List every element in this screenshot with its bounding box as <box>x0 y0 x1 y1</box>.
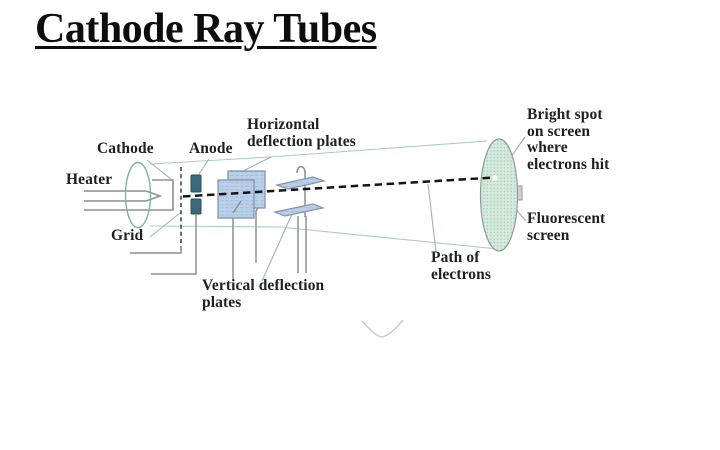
cathode-pointer-line <box>146 159 172 180</box>
bright-spot-dot <box>492 175 498 181</box>
horizontal-plate-near-hook <box>232 200 242 214</box>
anode-bar-bottom <box>190 198 202 215</box>
path-of-electrons-pointer-line <box>427 183 437 253</box>
vertical-plates-pointer-line <box>261 213 293 282</box>
vertical-plate-top-lead <box>296 165 306 217</box>
label-anode: Anode <box>189 140 233 157</box>
anode-bar-top <box>190 174 202 193</box>
neck-ellipse <box>124 161 152 229</box>
cathode-electrode <box>84 179 174 211</box>
label-vertical-plates: Vertical deflection plates <box>202 277 325 311</box>
label-path-of-electrons: Path of electrons <box>431 249 492 283</box>
anode-lead-wire <box>151 214 197 275</box>
tube-bottom-outline <box>149 225 499 250</box>
fluorescent-screen-ellipse <box>479 138 519 252</box>
grid-lead-wire <box>130 246 182 254</box>
anode-pointer-line <box>198 158 210 175</box>
decorative-chevron <box>361 319 404 338</box>
slide-title: Cathode Ray Tubes <box>35 6 377 52</box>
vertical-plate-top <box>274 176 327 190</box>
heater-filament <box>84 190 163 202</box>
label-fluorescent-screen: Fluorescent screen <box>527 210 606 244</box>
grid-pointer-line <box>149 212 181 238</box>
vertical-plate-bottom <box>272 203 326 217</box>
label-heater: Heater <box>66 171 113 188</box>
horizontal-plate-near <box>217 179 255 219</box>
label-horizontal-plates: Horizontal deflection plates <box>247 116 356 150</box>
electron-beam-dashed-line <box>182 176 495 198</box>
horizontal-plate-far-lead <box>255 199 263 263</box>
label-cathode: Cathode <box>97 140 154 157</box>
label-bright-spot: Bright spot on screen where electrons hi… <box>527 106 610 174</box>
label-grid: Grid <box>111 227 144 244</box>
